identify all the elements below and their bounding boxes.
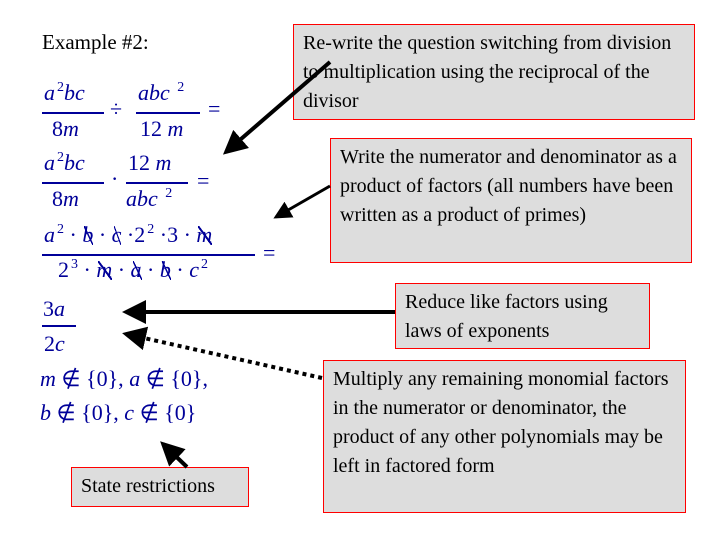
multiply-dot: · xyxy=(111,166,119,191)
example-title: Example #2: xyxy=(42,30,149,54)
arrow-1 xyxy=(222,60,332,155)
equals-sign: = xyxy=(197,168,210,193)
note-reduce: Reduce like factors using laws of expone… xyxy=(395,283,650,349)
note-factor: Write the numerator and denominator as a… xyxy=(330,138,692,263)
arrow-4 xyxy=(122,326,323,380)
arrow-5 xyxy=(160,441,189,469)
arrow-2 xyxy=(273,184,331,219)
fraction-denominator: abc 2 xyxy=(126,186,173,211)
note-reciprocal: Re-write the question switching from div… xyxy=(293,24,695,120)
note-multiply: Multiply any remaining monomial factors … xyxy=(323,360,686,513)
restrictions-line-1: m ∉ {0}, a ∉ {0}, xyxy=(40,366,208,391)
fraction-denominator: 8m xyxy=(52,116,79,141)
fraction-numerator: 12 m xyxy=(128,150,172,175)
equals-sign: = xyxy=(208,96,221,121)
fraction-denominator: 8m xyxy=(52,186,79,211)
fraction-denominator: 12 m xyxy=(140,116,184,141)
note-restrictions: State restrictions xyxy=(71,467,249,507)
fraction-numerator: abc 2 xyxy=(138,80,185,105)
divide-sign: ÷ xyxy=(110,96,123,121)
equals-sign: = xyxy=(263,240,276,265)
restrictions-line-2: b ∉ {0}, c ∉ {0} xyxy=(40,400,197,425)
